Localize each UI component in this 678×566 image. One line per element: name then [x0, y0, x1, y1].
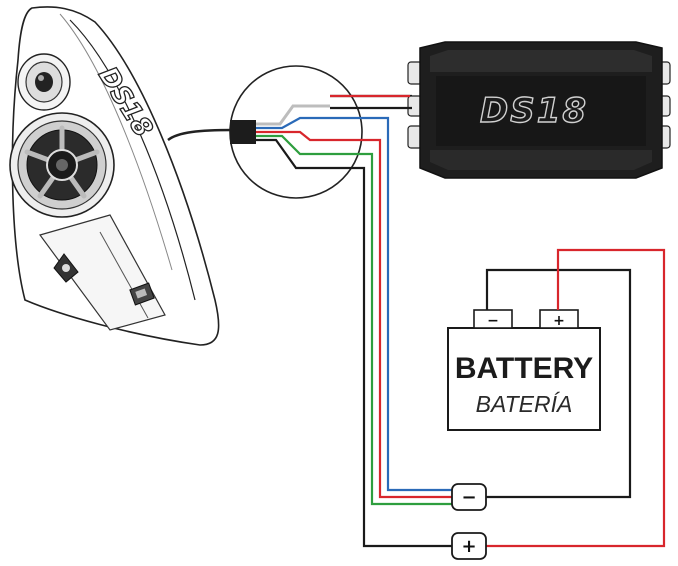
- wire-battery-positive: [486, 248, 666, 548]
- wire-red-ground: [330, 138, 452, 499]
- wire-connector-plug: [230, 120, 256, 144]
- ground-bus-terminal: −: [451, 483, 487, 511]
- wire-battery-negative: [485, 268, 632, 499]
- wire-black-positive: [330, 166, 452, 548]
- wire-green-ground: [330, 152, 452, 506]
- main-speaker: [9, 112, 115, 218]
- speaker-pod-inner-edge: [69, 19, 196, 301]
- battery-subtitle: BATERÍA: [476, 391, 573, 417]
- positive-bus-terminal: +: [451, 532, 487, 560]
- magnifier-wire-red: [256, 130, 330, 142]
- wire-blue-ground: [330, 116, 452, 492]
- battery-title: BATTERY: [455, 352, 593, 385]
- amplifier-bottom-bevel: [430, 150, 652, 170]
- magnifier-wire-black: [256, 138, 330, 170]
- battery-body: [447, 327, 601, 431]
- connector-magnifier: [229, 65, 412, 199]
- battery: − + BATTERY BATERÍA: [447, 309, 601, 431]
- speaker-pod-back-edge: [59, 13, 173, 271]
- speaker-pod-cable: [167, 128, 234, 142]
- pod-button-icon: [129, 282, 155, 306]
- amplifier: DS18: [407, 41, 671, 179]
- speaker-pod: DS18: [9, 6, 234, 346]
- magnifier-wire-green: [256, 134, 330, 156]
- badge-icon: [53, 253, 79, 283]
- ground-bus-symbol: −: [461, 487, 476, 508]
- tweeter: [17, 53, 71, 111]
- amplifier-face: [436, 76, 646, 146]
- amplifier-top-bevel: [430, 50, 652, 72]
- battery-positive-label: +: [553, 313, 565, 329]
- amplifier-logo: DS18: [480, 91, 588, 131]
- battery-negative-label: −: [487, 313, 499, 329]
- magnifier-wire-blue: [256, 116, 330, 130]
- magnifier-wire-gray: [256, 104, 330, 126]
- positive-bus-symbol: +: [461, 536, 476, 557]
- battery-negative-post: [473, 309, 513, 329]
